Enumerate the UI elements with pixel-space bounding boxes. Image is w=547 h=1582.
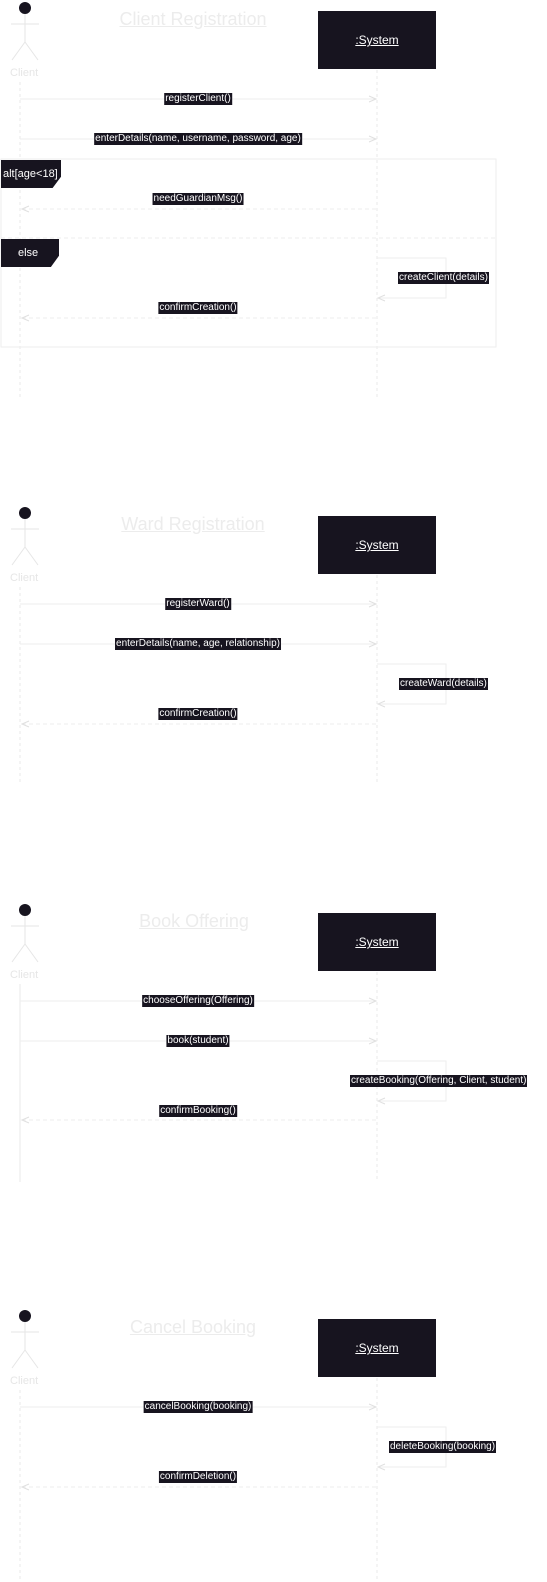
message-label: needGuardianMsg() [152,193,244,205]
alt-frame [0,158,497,348]
message-label: confirmBooking() [159,1105,237,1117]
message-label: enterDetails(name, age, relationship) [115,638,281,650]
sequence-diagram-client-registration: Client Client Registration :System regis… [0,0,547,400]
sequence-diagram-cancel-booking: Client Cancel Booking :System cancelBook… [0,1308,547,1582]
system-lifeline-head: :System [318,11,436,69]
message-label: registerClient() [164,93,232,105]
message-label: deleteBooking(booking) [389,1441,497,1453]
actor-label: Client [10,1375,39,1387]
actor-icon [11,904,39,963]
actor-icon [11,507,39,566]
message-label: book(student) [166,1035,230,1047]
alt-guard-tag: alt[age<18] [1,160,61,188]
actor-icon [11,2,39,61]
else-tag: else [1,239,59,267]
message-label: createClient(details) [398,272,489,284]
diagram-title: Cancel Booking [129,1317,257,1337]
sequence-diagram-book-offering: Client Book Offering :System chooseOffer… [0,902,547,1182]
actor-label: Client [10,572,39,584]
message-label: createWard(details) [399,678,488,690]
message-label: confirmCreation() [158,302,238,314]
message-label: chooseOffering(Offering) [142,995,254,1007]
diagram-lines [11,1310,447,1582]
message-label: createBooking(Offering, Client, student) [350,1075,528,1087]
message-label: registerWard() [165,598,231,610]
sequence-diagram-ward-registration: Client Ward Registration :System registe… [0,505,547,785]
diagram-title: Ward Registration [121,514,265,534]
message-label: confirmDeletion() [158,1471,238,1483]
diagram-title: Book Offering [139,911,249,931]
message-label: confirmCreation() [158,708,238,720]
actor-icon [11,1310,39,1369]
message-label: enterDetails(name, username, password, a… [94,133,302,145]
diagram-lines [0,2,497,400]
system-lifeline-head: :System [318,516,436,574]
message-label: cancelBooking(booking) [143,1401,253,1413]
system-lifeline-head: :System [318,1319,436,1377]
actor-label: Client [10,67,39,79]
diagram-lines [11,904,447,1182]
diagram-lines [11,507,447,785]
diagram-title: Client Registration [119,9,267,29]
system-lifeline-head: :System [318,913,436,971]
actor-label: Client [10,969,39,981]
